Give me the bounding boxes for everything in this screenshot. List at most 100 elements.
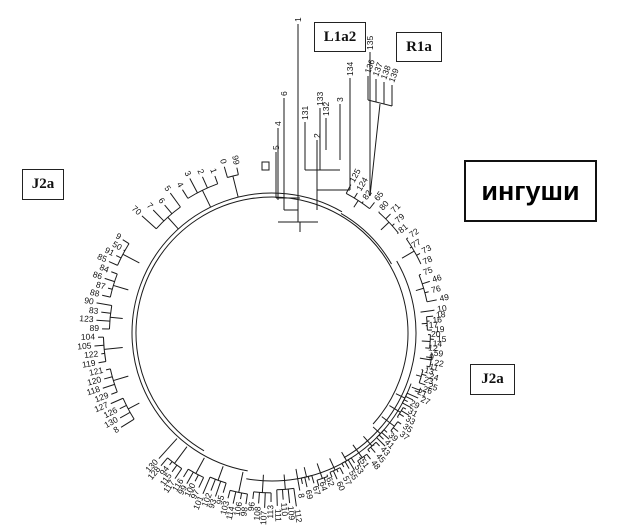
leaf-branch-left-13 [96,319,110,322]
stem-bottom_right-20 [352,444,363,458]
leaf-label-right_mid-7: 12 [428,342,439,353]
leaf-label-bottom_right-32: 62 [324,475,337,488]
leaf-branch-bottom-8 [245,493,248,505]
stem-right_upper-16 [420,310,432,313]
stem-bottom_right-28 [329,458,336,471]
leaf-branch-left-8 [98,361,106,364]
leaf-branch-bottom_right-33 [323,477,326,482]
leaf-branch-top_left-0 [141,215,157,230]
leaf-branch-bottom-14 [210,479,216,491]
leaf-branch-bottom-5 [264,492,266,508]
leaf-branch-bottom-2 [281,489,284,500]
stem-right_mid-8 [419,357,432,361]
leaf-label-left-6: 120 [86,374,103,387]
leaf-branch-left-15 [96,302,112,306]
leaf-label-top_left-5: 3 [182,169,193,178]
leaf-label-left-20: 85 [96,251,109,264]
leaf-branch-right_upper-6 [391,223,395,227]
stem-right_mid-12 [415,374,422,377]
leaf-branch-bottom-16 [198,477,205,488]
haplogroup-label-r1a: R1a [396,32,442,62]
stem-bottom_right-0 [395,393,406,399]
stem-bottom-20 [174,446,188,464]
leaf-label-left-23: 9 [114,231,124,242]
leaf-label-left-5: 118 [85,384,101,398]
leaf-branch-bottom-12 [222,482,227,493]
r1a-stem [369,103,381,197]
leaf-label-left-16: 88 [89,287,101,299]
leaf-branch-bottom_right-3 [402,402,412,409]
leaf-label-bottom-16: 97 [188,488,201,501]
leaf-label-top_left-9: 99 [230,154,242,166]
leaf-branch-bottom_right-22 [359,456,362,460]
leaf-branch-bottom_right-8 [397,421,402,425]
haplogroup-label-j2a-left: J2a [22,169,64,200]
leaf-branch-bottom_right-5 [401,410,410,416]
leaf-label-bottom-11: 103 [218,499,231,516]
leaf-label-left-11: 104 [81,332,96,342]
leaf-branch-left-7 [105,368,111,371]
r1a-leaf-label-0: 136 [362,58,376,75]
leaf-branch-bottom_right-26 [344,461,350,469]
leaf-branch-bottom-6 [258,492,260,504]
stem-bottom_right-8 [381,416,395,427]
r1a-join [367,99,393,107]
backbone-ring-inner [135,196,409,452]
leaf-branch-left-14 [101,311,111,314]
stem-left-0 [127,402,140,410]
top-leaf-label-1: 6 [279,91,289,96]
leaf-label-bottom_right-34: 64 [318,480,331,492]
leaf-branch-bottom_right-27 [341,463,345,468]
leaf-branch-bottom_right-10 [392,427,399,432]
leaf-branch-bottom-21 [171,464,178,473]
leaf-branch-top_left-4 [182,189,189,199]
leaf-label-left-18: 86 [92,269,104,282]
leaf-branch-bottom-20 [174,468,183,479]
leaf-branch-top_left-6 [201,176,208,189]
leaf-branch-bottom_right-15 [376,437,386,447]
top-leaf-label-2: 4 [273,121,283,126]
stem-top_left-4 [201,190,212,208]
leaf-label-left-7: 121 [88,365,104,378]
stem-bottom-12 [217,466,224,481]
leaf-branch-left-0 [120,418,135,428]
r1a-leaf-label-1: 137 [370,61,384,78]
top-leaf-label-5: 134 [345,62,355,76]
leaf-label-bottom_right-38: 69 [304,489,316,501]
leaf-label-bottom_right-4: 31 [406,406,419,419]
leaf-label-right_mid-5: 15 [437,334,447,344]
leaf-label-left-14: 83 [88,305,99,316]
backbone-ring-5 [340,213,392,265]
leaf-branch-bottom-23 [160,457,168,467]
leaf-branch-bottom-18 [186,471,194,484]
top-leaf-label-6: 133 [315,92,325,106]
leaf-label-left-15: 90 [84,295,95,307]
leaf-label-top_left-2: 6 [156,195,167,205]
leaf-branch-bottom_right-24 [350,457,355,464]
leaf-label-bottom_right-2: 29 [408,398,421,411]
leaf-branch-bottom_right-11 [390,430,393,433]
leaf-label-right_upper-10: 73 [420,242,433,255]
stem-top_left-8 [232,175,239,198]
stem-top_left-0 [167,216,179,230]
leaf-label-top_left-1: 7 [145,200,156,211]
leaf-branch-left-18 [104,277,115,283]
leaf-branch-right_mid-15 [419,382,426,386]
stem-bottom-8 [238,471,244,493]
cluster-arc-right_mid-8 [429,353,433,367]
top-leaf-label-7: 131 [300,106,310,120]
leaf-label-left-17: 87 [95,279,107,291]
marker-square [261,161,270,171]
leaf-label-bottom-10: 114 [224,505,237,521]
stem-bottom_right-40 [295,468,299,482]
stem-right_upper-0 [353,200,359,208]
stem-bottom_right-12 [372,426,381,435]
leaf-branch-right_mid-9 [426,356,432,359]
leaf-label-right_mid-10: 22 [433,357,444,369]
leaf-label-bottom-8: 98 [238,506,249,517]
leaf-branch-bottom_right-7 [397,416,399,418]
leaf-label-right_mid-17: 21 [416,386,429,399]
leaf-branch-bottom_right-40 [297,481,301,491]
tree-backbone [131,192,417,482]
leaf-label-right_upper-12: 75 [422,264,435,277]
